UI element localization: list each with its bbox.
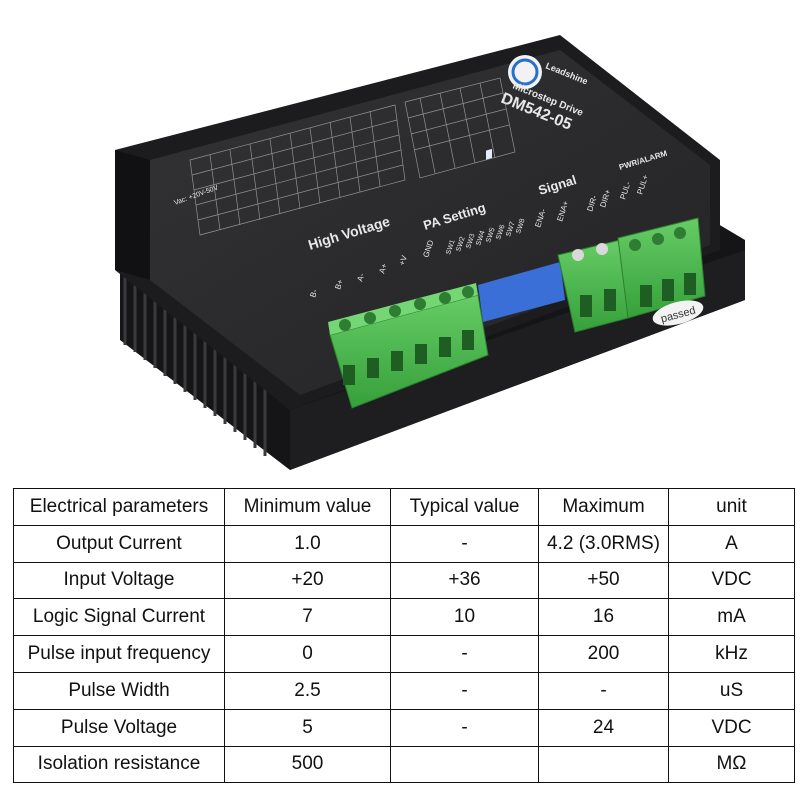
table-cell: 5 [224, 708, 391, 747]
table-row: Pulse input frequency 0 - 200 kHz [13, 635, 795, 673]
table-cell: 0 [224, 635, 391, 673]
table-cell: +36 [390, 561, 539, 600]
pin-label: B+ [333, 278, 345, 291]
table-row: Output Current 1.0 - 4.2 (3.0RMS) A [13, 524, 795, 563]
pin-label: +V [397, 254, 409, 267]
table-cell: 4.2 (3.0RMS) [538, 524, 669, 563]
table-cell: 7 [224, 598, 391, 637]
table-cell: Pulse Voltage [13, 708, 225, 747]
header-cell: Minimum value [224, 488, 391, 526]
table-cell: mA [668, 598, 795, 637]
table-cell: Logic Signal Current [13, 598, 225, 637]
table-cell: MΩ [668, 745, 795, 784]
pin-label: SW4 [475, 230, 486, 247]
pin-label: SW8 [515, 218, 526, 235]
table-cell: 16 [538, 598, 669, 637]
table-cell: - [390, 671, 539, 710]
table-cell: A [668, 524, 795, 563]
header-cell: unit [668, 488, 795, 526]
pwr-alarm-terminal-block[interactable] [617, 217, 706, 319]
table-cell [538, 745, 669, 784]
table-cell: VDC [668, 708, 795, 747]
table-row: Isolation resistance 500 MΩ [13, 745, 795, 784]
pin-label: SW1 [445, 239, 456, 256]
pin-label: B- [308, 288, 319, 299]
electrical-parameters-table: Electrical parameters Minimum value Typi… [13, 488, 795, 784]
table-row: Pulse Width 2.5 - - uS [13, 671, 795, 710]
header-cell: Electrical parameters [13, 488, 225, 526]
table-row: Pulse Voltage 5 - 24 VDC [13, 708, 795, 747]
table-header-row: Electrical parameters Minimum value Typi… [13, 488, 795, 526]
table-cell: 2.5 [224, 671, 391, 710]
passed-sticker: passed [652, 300, 704, 326]
table-cell: Input Voltage [13, 561, 225, 600]
table-cell: - [390, 708, 539, 747]
table-cell: 500 [224, 745, 391, 784]
table-cell: 200 [538, 635, 669, 673]
pin-label: A- [355, 272, 366, 283]
table-cell: kHz [668, 635, 795, 673]
settings-grid [189, 77, 516, 236]
table-cell: Pulse input frequency [13, 635, 225, 673]
pin-label: SW2 [455, 236, 466, 253]
table-cell: +50 [538, 561, 669, 600]
dip-switch-block[interactable] [478, 148, 565, 322]
table-cell: uS [668, 671, 795, 710]
pin-label: A+ [377, 262, 389, 275]
table-cell: Pulse Width [13, 671, 225, 710]
header-cell: Typical value [390, 488, 539, 526]
table-cell: - [538, 671, 669, 710]
table-cell: Output Current [13, 524, 225, 563]
table-cell: Isolation resistance [13, 745, 225, 784]
pin-label: SW7 [505, 221, 516, 238]
table-cell: - [390, 635, 539, 673]
table-cell: - [390, 524, 539, 563]
table-cell: VDC [668, 561, 795, 600]
stepper-driver-photo: DM542-05 Microstep Drive Leadshine High … [115, 35, 745, 470]
pin-label: SW3 [465, 233, 476, 250]
table-cell: 24 [538, 708, 669, 747]
table-row: Logic Signal Current 7 10 16 mA [13, 598, 795, 637]
power-terminal-block[interactable] [328, 283, 489, 409]
pin-label: SW6 [495, 224, 506, 241]
table-cell: +20 [224, 561, 391, 600]
header-cell: Maximum [538, 488, 669, 526]
brand-logo [508, 55, 542, 89]
pin-label: SW5 [485, 227, 496, 244]
table-cell: 10 [390, 598, 539, 637]
driver-housing [115, 35, 720, 410]
table-row: Input Voltage +20 +36 +50 VDC [13, 561, 795, 600]
table-cell [390, 745, 539, 784]
table-cell: 1.0 [224, 524, 391, 563]
